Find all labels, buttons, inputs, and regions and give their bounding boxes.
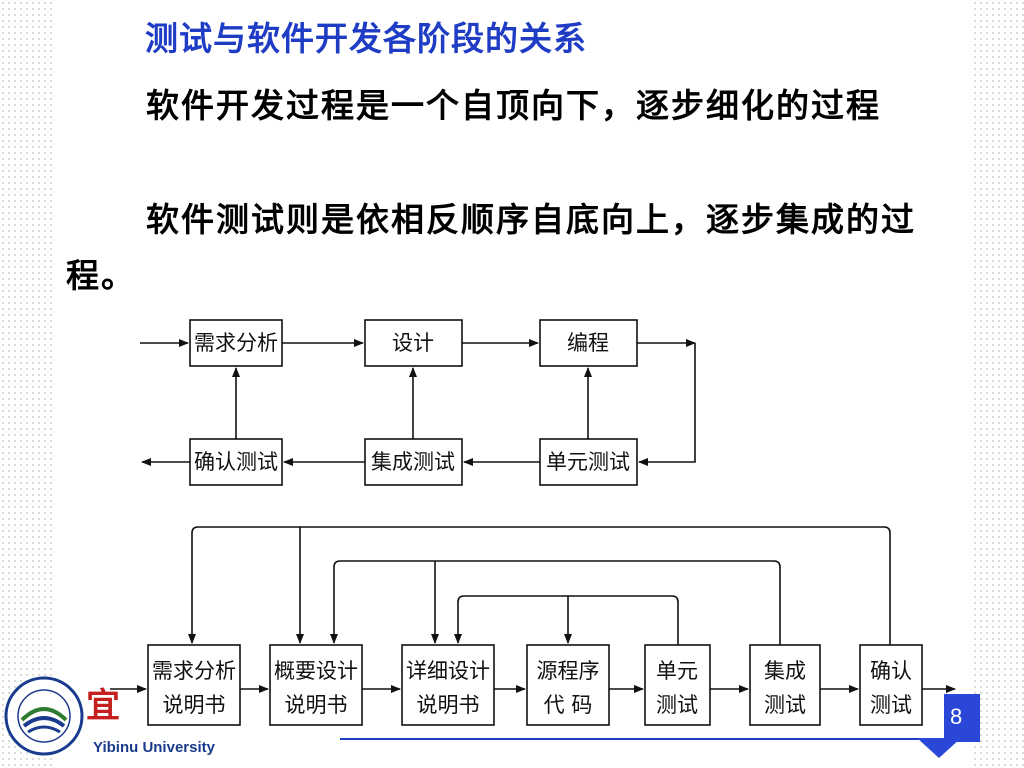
d2-label-2b: 说明书 — [285, 693, 348, 717]
d2-label-5a: 单元 — [656, 659, 698, 683]
d2-loop-validation — [188, 526, 891, 645]
d2-label-5b: 测试 — [656, 693, 698, 717]
page-number-badge: 8 — [944, 694, 980, 742]
d2-label-1a: 需求分析 — [152, 659, 236, 683]
d2-box-valid-test — [859, 644, 923, 726]
university-emblem-glyph: 宜 — [86, 686, 120, 726]
paragraph-top-down: 软件开发过程是一个自顶向下，逐步细化的过程 — [146, 86, 881, 125]
university-seal-icon — [4, 676, 84, 756]
d2-label-6b: 测试 — [764, 693, 806, 717]
d1-label-design: 设计 — [392, 331, 434, 355]
process-diagram-svg: 需求分析 设计 编程 确认测试 集成测试 单元测试 需求分析 说明书 概要设计 … — [110, 319, 956, 726]
d2-loop-integration — [330, 560, 781, 645]
d2-box-detail-spec — [401, 644, 495, 726]
page-arrow-icon — [917, 738, 961, 758]
d1-arrow-return — [638, 343, 696, 466]
d2-box-integ-test — [749, 644, 821, 726]
d2-box-arch-spec — [269, 644, 363, 726]
d1-label-coding: 编程 — [567, 331, 609, 355]
d2-label-3a: 详细设计 — [406, 659, 490, 683]
d1-label-integration: 集成测试 — [371, 450, 455, 474]
d2-box-req-spec — [147, 644, 241, 726]
d2-label-3b: 说明书 — [417, 693, 480, 717]
d2-box-source — [526, 644, 610, 726]
d2-label-1b: 说明书 — [163, 693, 226, 717]
d1-label-unit: 单元测试 — [546, 450, 630, 474]
d2-label-4a: 源程序 — [537, 659, 600, 683]
d2-label-7a: 确认 — [870, 659, 912, 683]
d2-label-7b: 测试 — [870, 693, 912, 717]
d2-label-2a: 概要设计 — [274, 659, 358, 683]
d2-label-4b: 代 码 — [544, 693, 593, 717]
university-name: Yibinu University — [93, 739, 215, 756]
footer-divider — [340, 738, 940, 740]
d1-label-validation: 确认测试 — [194, 450, 278, 474]
process-diagram: 需求分析 设计 编程 确认测试 集成测试 单元测试 需求分析 说明书 概要设计 … — [110, 305, 960, 745]
slide-title: 测试与软件开发各阶段的关系 — [145, 19, 587, 58]
d2-label-6a: 集成 — [764, 659, 806, 683]
paragraph-bottom-up: 软件测试则是依相反顺序自底向上，逐步集成的过程。 — [66, 200, 916, 295]
page-number: 8 — [950, 704, 963, 729]
d1-label-requirements: 需求分析 — [194, 331, 278, 355]
